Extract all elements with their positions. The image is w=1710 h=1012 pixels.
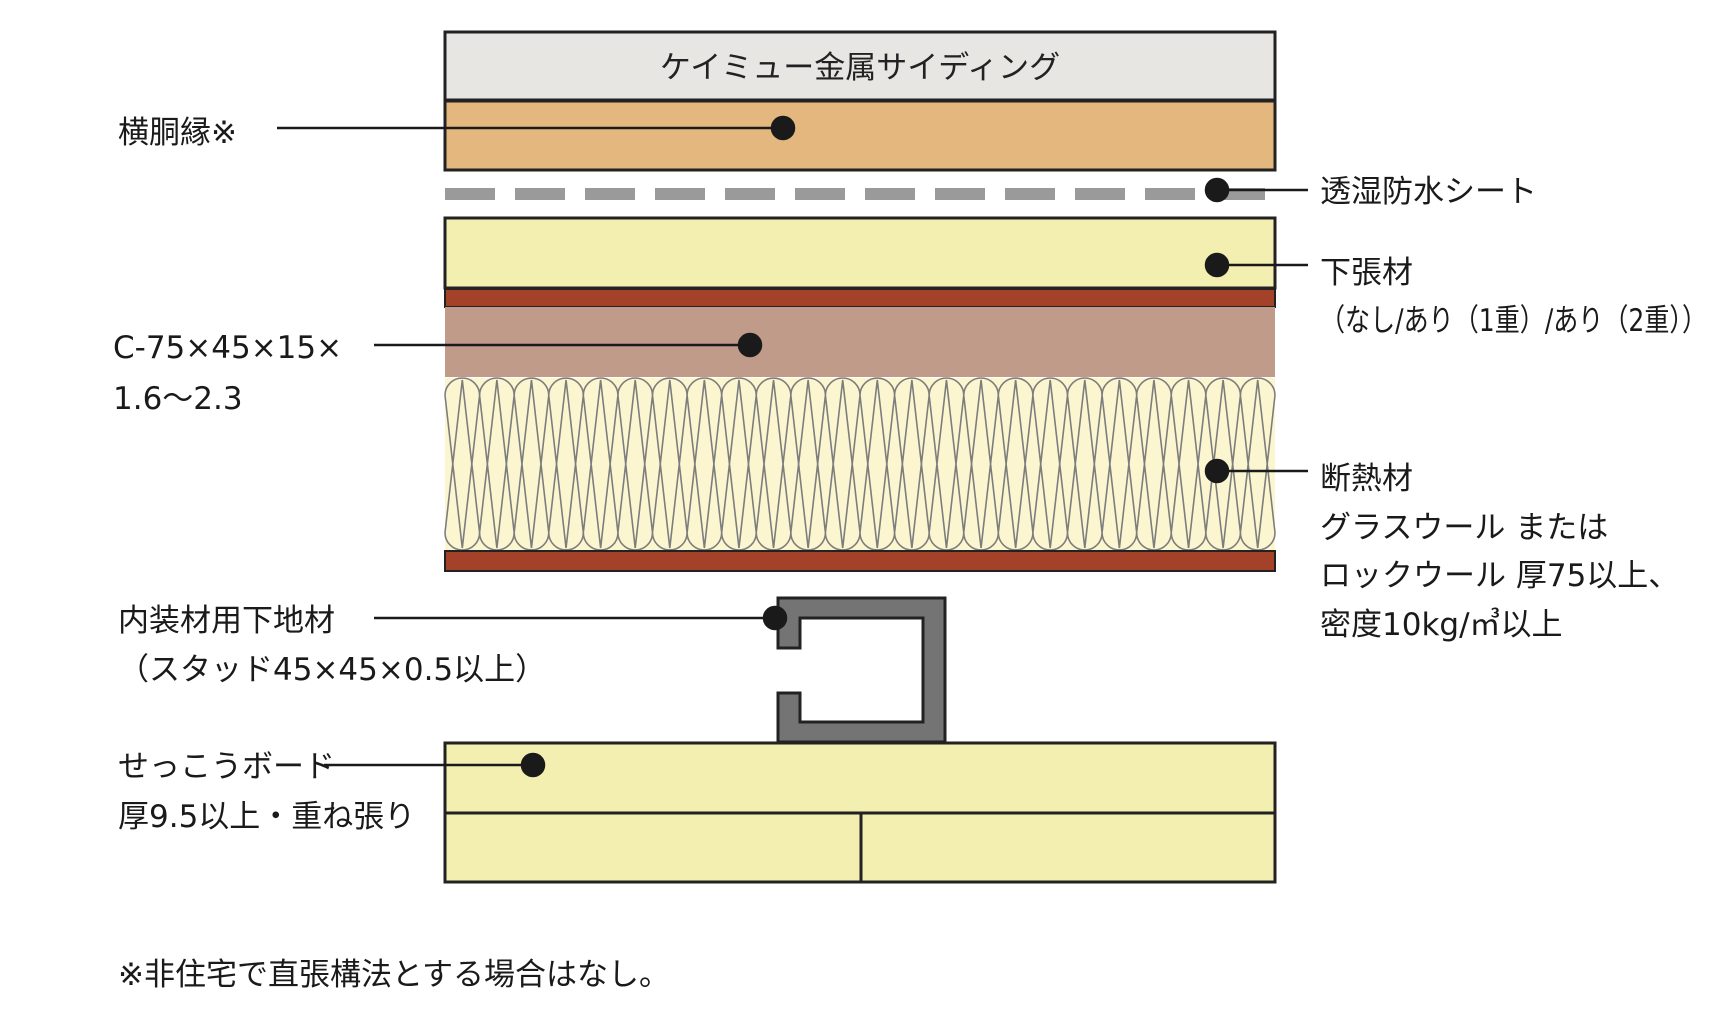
- siding-layer: ケイミュー金属サイディング: [443, 30, 1277, 102]
- label-cchannel-1: C-75×45×15×: [113, 330, 342, 366]
- label-furring: 横胴縁※: [118, 115, 237, 151]
- insulation-layer: [444, 377, 1276, 551]
- label-insulation-2: グラスウール または: [1320, 510, 1608, 546]
- label-insulation-3: ロックウール 厚75以上、: [1320, 558, 1679, 594]
- label-insulation-4: 密度10kg/㎥以上: [1320, 607, 1563, 643]
- siding-rect: [443, 30, 1277, 102]
- dot-membrane: [1204, 177, 1230, 203]
- gypsum-layer: [443, 741, 1277, 884]
- label-stud-1: 内装材用下地材: [118, 603, 335, 639]
- dot-sheathing: [1204, 252, 1230, 278]
- insulation-rect: [445, 378, 1275, 550]
- c-channel-layer: [445, 307, 1275, 377]
- dot-insulation: [1204, 458, 1230, 484]
- label-stud-2: （スタッド45×45×0.5以上）: [118, 652, 546, 688]
- label-sheathing-2: （なし/あり（1重）/あり（2重））: [1320, 303, 1707, 339]
- label-membrane: 透湿防水シート: [1320, 174, 1537, 210]
- steel-band-top: [444, 288, 1276, 308]
- dot-gypsum: [520, 752, 546, 778]
- gypsum-board-1: [443, 741, 1277, 815]
- footnote: ※非住宅で直張構法とする場合はなし。: [118, 957, 670, 993]
- label-insulation-1: 断熱材: [1320, 461, 1413, 497]
- dot-furring: [770, 115, 796, 141]
- leaders: [277, 115, 1308, 778]
- label-cchannel-2: 1.6〜2.3: [113, 381, 243, 417]
- furring-layer: [443, 99, 1277, 172]
- label-gypsum-1: せっこうボード: [118, 749, 335, 785]
- steel-band-bottom: [444, 550, 1276, 572]
- siding-label: ケイミュー金属サイディング: [660, 50, 1060, 86]
- label-sheathing-1: 下張材: [1320, 255, 1413, 291]
- dot-stud: [762, 605, 788, 631]
- dot-cchannel: [737, 332, 763, 358]
- sheathing-layer: [443, 216, 1277, 290]
- label-gypsum-2: 厚9.5以上・重ね張り: [118, 799, 415, 835]
- stud-profile: [776, 596, 947, 744]
